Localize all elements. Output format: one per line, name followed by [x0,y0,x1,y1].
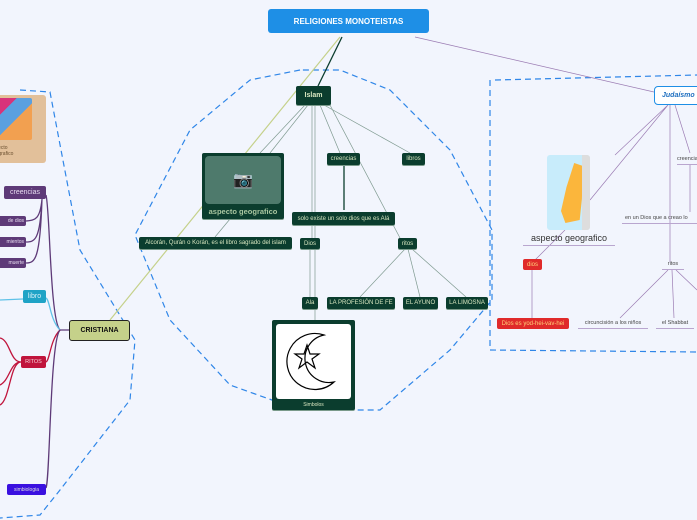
star-crescent-icon [276,324,351,399]
islam-node[interactable]: Islam [296,86,331,105]
title-node[interactable]: RELIGIONES MONOTEISTAS [268,9,429,33]
islam-fe[interactable]: LA PROFESIÓN DE FE [327,297,395,309]
cristiana-creencia-2[interactable]: mientos [0,237,26,247]
cristiana-simbologia[interactable]: simbiologia [7,484,46,495]
islam-libros[interactable]: libros [402,153,425,165]
cristiana-creencias[interactable]: creencias [4,186,46,199]
islam-solo-dios[interactable]: solo existe un solo dios que es Alá [292,212,395,225]
israel-map-image [547,155,590,230]
islam-simbolos[interactable]: Simbolos [272,320,355,410]
world-map-image [0,98,32,140]
cristiana-node[interactable]: CRISTIANA [69,320,130,341]
judaismo-creencia-1[interactable]: en un Dios que a creao lo [622,212,697,224]
cristiana-creencia-3[interactable]: muerte [0,258,26,268]
judaismo-node[interactable]: Judaísmo [654,86,697,105]
cristiana-ritos[interactable]: RITOS [21,356,46,368]
islam-boundary [134,69,493,411]
cristiana-libro[interactable]: libro [23,290,46,303]
judaismo-creencias[interactable]: creencias [677,153,697,165]
judaismo-rito-circuncision[interactable]: circuncisión a los niños [578,318,648,329]
islam-alcoran[interactable]: Alcorán, Qurán o Korán, es el libro sagr… [139,237,292,249]
cristiana-creencia-1[interactable]: de dios [0,216,26,226]
judaismo-dios[interactable]: dios [523,259,542,270]
islam-geo-node[interactable]: 📷 aspecto geografico [202,153,284,219]
judaismo-ritos[interactable]: ritos [662,259,684,270]
judaismo-dios-nombre[interactable]: Dios es yod-hei-vav-hei [497,318,569,329]
judaismo-geo-label[interactable]: aspecto geografico [523,231,615,246]
islam-ritos[interactable]: ritos [398,238,417,249]
islam-limosna[interactable]: LA LIMOSNA [446,297,488,309]
islam-creencias[interactable]: creencias [327,153,360,165]
islam-ayuno[interactable]: EL AYUNO [403,297,438,309]
camera-icon: 📷 [205,156,281,204]
judaismo-boundary [489,74,697,353]
cristiana-geo-node[interactable]: aspecto geografico [0,95,46,163]
islam-ala[interactable]: Ala [302,297,318,309]
judaismo-rito-shabbat[interactable]: el Shabbat [656,318,694,329]
islam-dios[interactable]: Dios [300,238,320,249]
